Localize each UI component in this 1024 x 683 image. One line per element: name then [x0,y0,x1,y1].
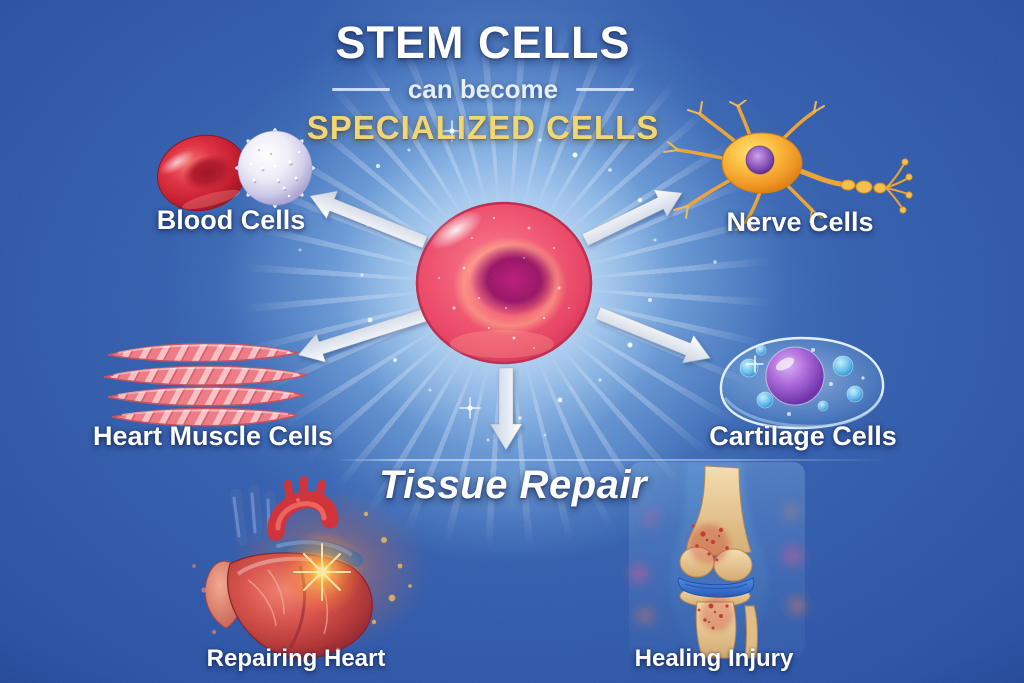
background-texture [0,0,1024,683]
infographic-canvas: STEM CELLS can become SPECIALIZED CELLS [0,0,1024,683]
